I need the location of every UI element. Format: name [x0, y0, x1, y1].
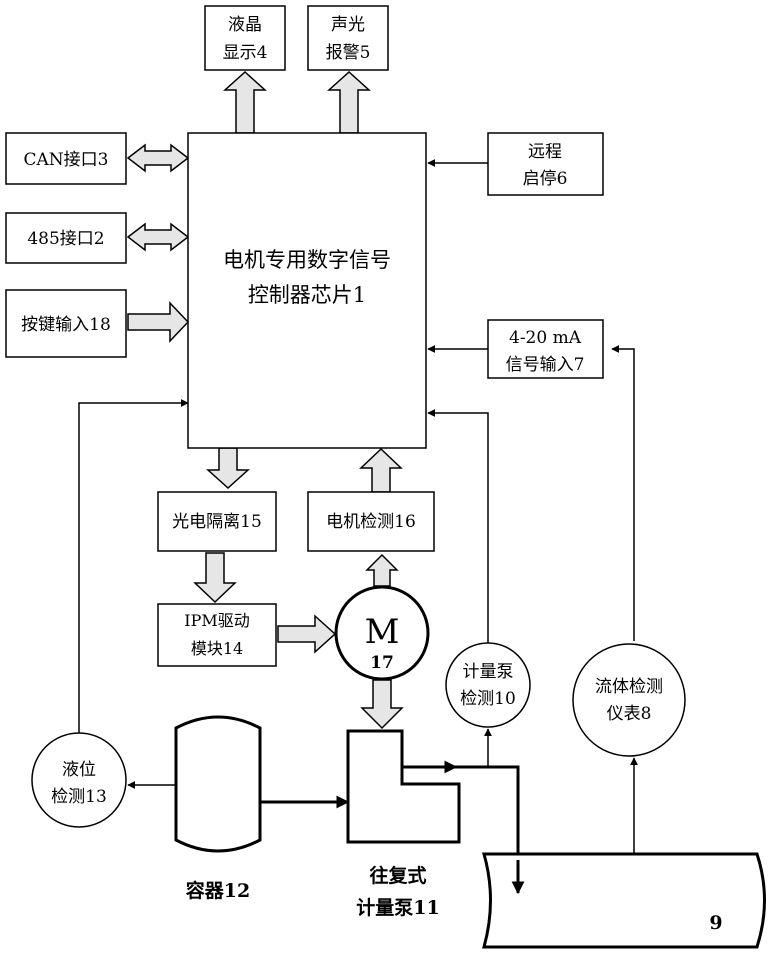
- lcd-label-line1: 液晶: [228, 15, 262, 35]
- flow-meter-circle: [573, 644, 685, 756]
- arrow-chip-to-alarm: [329, 72, 369, 133]
- ipm-label-line2: 模块14: [191, 639, 243, 658]
- remote-label-line2: 启停6: [523, 169, 568, 189]
- alarm-label-line2: 报警5: [326, 43, 371, 63]
- pump-detection-label-line2: 检测10: [460, 689, 516, 709]
- pump-detection-label-line1: 计量泵: [463, 662, 514, 682]
- flow-meter-label-line1: 流体检测: [595, 677, 663, 697]
- motor-letter: M: [365, 612, 400, 652]
- signal-label-line1: 4-20 mA: [509, 328, 582, 348]
- arrow-can-bidirectional: [128, 145, 188, 171]
- arrow-pumpdetect-to-chip: [428, 413, 488, 647]
- signal-label-line2: 信号输入7: [506, 355, 585, 375]
- container-vessel: [176, 717, 260, 851]
- level-label-line1: 液位: [62, 760, 96, 780]
- pump-detection-circle: [446, 643, 530, 727]
- motor-number: 17: [370, 653, 394, 673]
- reciprocating-pump-body: [348, 731, 459, 842]
- motor-detection-label: 电机检测16: [326, 512, 416, 532]
- arrow-chip-to-lcd: [225, 72, 265, 133]
- arrow-motor-to-pump: [362, 680, 402, 728]
- alarm-label-line1: 声光: [331, 15, 365, 35]
- arrow-flowmeter-to-signal: [612, 349, 634, 641]
- opto-label: 光电隔离15: [172, 512, 262, 532]
- remote-label-line1: 远程: [528, 142, 562, 162]
- arrow-level-to-chip: [79, 403, 188, 733]
- pump-label-line1: 往复式: [369, 864, 426, 887]
- arrow-ipm-to-motor: [278, 616, 335, 652]
- level-detection-circle: [32, 733, 126, 827]
- arrow-keys-to-chip: [128, 303, 188, 341]
- pipe-label: 9: [709, 912, 722, 934]
- arrow-motordetect-to-chip: [361, 449, 401, 492]
- arrow-chip-to-opto: [208, 448, 248, 488]
- keys-label: 按键输入18: [21, 315, 111, 335]
- can-label: CAN接口3: [24, 150, 109, 170]
- flow-meter-label-line2: 仪表8: [607, 704, 652, 724]
- container-label: 容器12: [186, 879, 250, 902]
- lcd-label-line2: 显示4: [223, 43, 268, 63]
- chip-label-line2: 控制器芯片1: [248, 283, 366, 307]
- rs485-label: 485接口2: [27, 229, 104, 249]
- pump-label-line2: 计量泵11: [356, 897, 439, 919]
- arrow-opto-to-ipm: [195, 553, 235, 602]
- ipm-label-line1: IPM驱动: [184, 611, 249, 630]
- arrow-motor-to-motordetect: [367, 555, 397, 586]
- level-label-line2: 检测13: [51, 787, 107, 807]
- chip-label-line1: 电机专用数字信号: [223, 248, 391, 272]
- arrow-485-bidirectional: [128, 224, 188, 250]
